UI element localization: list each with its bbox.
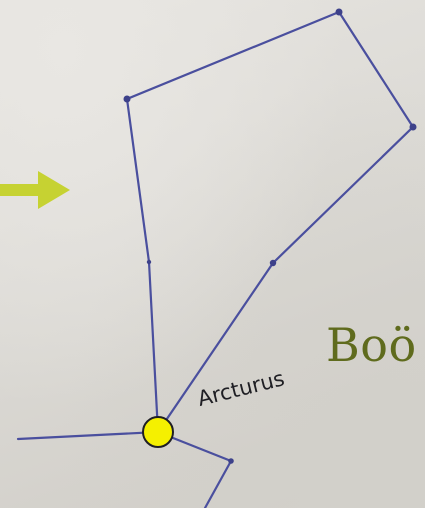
right-arrow-icon	[0, 171, 70, 209]
star-point	[410, 124, 417, 131]
star-point	[147, 260, 151, 264]
star-point	[228, 458, 234, 464]
west-tail-line	[18, 432, 158, 439]
arcturus-star	[143, 417, 173, 447]
constellation-lines	[18, 12, 413, 508]
minor-stars	[124, 9, 417, 464]
star-point	[124, 96, 131, 103]
star-point	[336, 9, 343, 16]
constellation-name: Boö	[326, 318, 417, 372]
star-point	[270, 260, 276, 266]
